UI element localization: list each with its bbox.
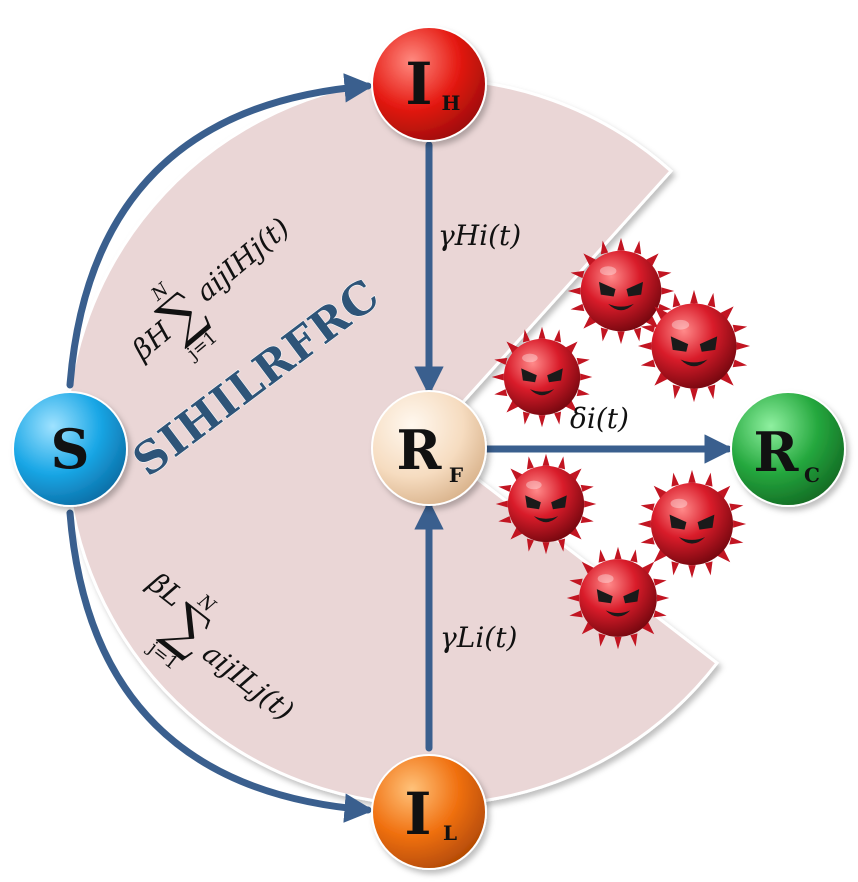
rate-gamma-h: γHi(t): [438, 219, 521, 252]
node-ih-sub: H: [442, 91, 461, 115]
arrow-s-to-ih: [66, 73, 374, 389]
node-il: I L: [371, 754, 487, 870]
node-rf: R F: [371, 390, 487, 506]
node-ih-label: I: [405, 50, 432, 118]
angry-virus-icon: [637, 289, 751, 403]
node-il-label: I: [404, 780, 431, 848]
rate-gamma-l: γLi(t): [440, 621, 517, 654]
node-rc-sub: C: [804, 463, 820, 487]
rate-delta: δi(t): [570, 402, 629, 435]
node-s-label: S: [51, 417, 90, 481]
node-rc-label: R: [754, 420, 800, 484]
node-rf-label: R: [397, 418, 443, 482]
node-rf-sub: F: [449, 463, 463, 487]
node-il-sub: L: [443, 821, 457, 845]
arrow-s-to-il: [66, 509, 374, 823]
node-rc: R C: [730, 391, 846, 507]
node-s: S: [12, 391, 128, 507]
angry-virus-icon: [566, 546, 670, 650]
angry-virus-icon: [495, 453, 597, 555]
node-ih: I H: [371, 26, 487, 142]
